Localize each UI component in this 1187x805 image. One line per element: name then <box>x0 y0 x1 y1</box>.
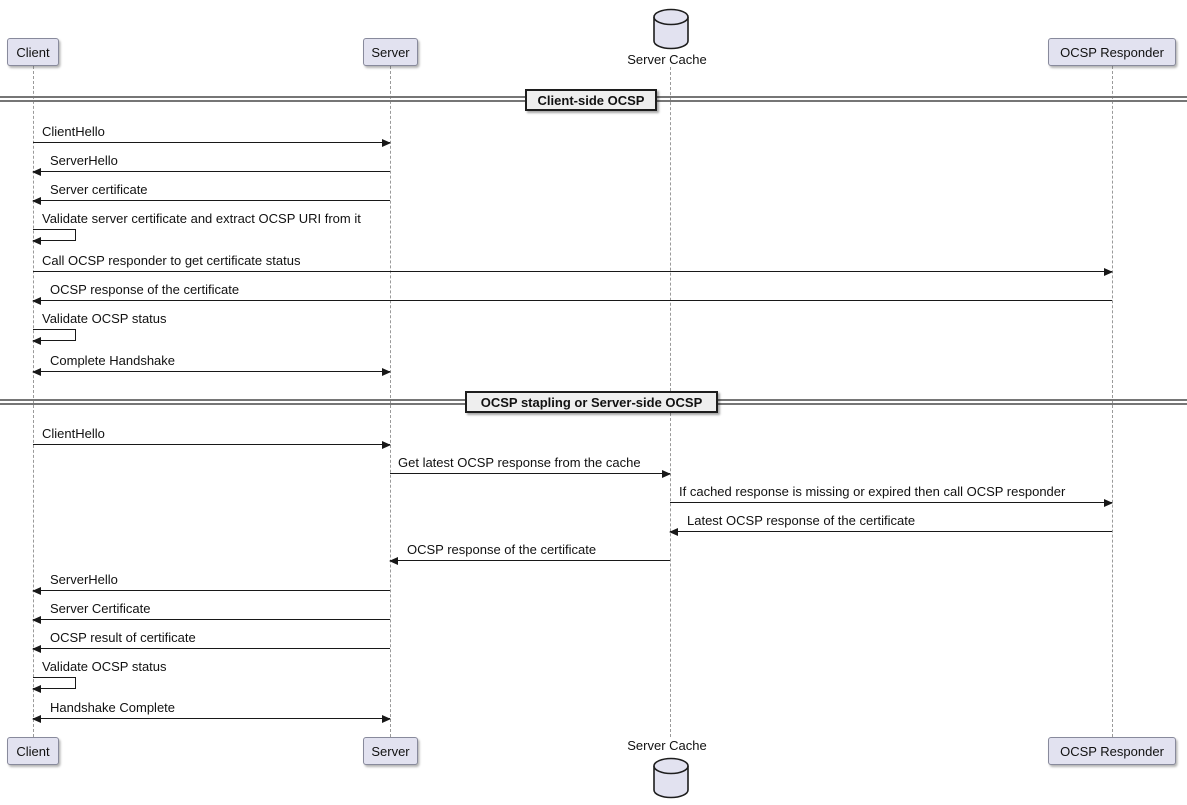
arrowhead-left-icon <box>32 236 41 245</box>
message-label: Call OCSP responder to get certificate s… <box>42 253 301 268</box>
message-arrow <box>32 196 390 205</box>
participant-client-bottom: Client <box>7 737 59 765</box>
lifeline-client <box>33 66 34 737</box>
message-label: OCSP response of the certificate <box>407 542 597 557</box>
message-label: Get latest OCSP response from the cache <box>398 455 641 470</box>
arrowhead-left-icon <box>32 615 41 624</box>
message-arrow <box>32 167 390 176</box>
self-message-arrow <box>32 229 76 245</box>
arrowhead-right-icon <box>382 367 391 376</box>
arrowhead-right-icon <box>382 138 391 147</box>
participant-server-label: Server <box>371 44 410 60</box>
divider-label: Client-side OCSP <box>537 92 645 108</box>
arrowhead-left-icon <box>32 644 41 653</box>
divider-label: OCSP stapling or Server-side OCSP <box>480 394 703 410</box>
participant-server-top: Server <box>363 38 418 66</box>
message-arrow <box>669 527 1112 536</box>
self-message-arrow <box>32 329 76 345</box>
participant-ocsp-responder-top: OCSP Responder <box>1048 38 1176 66</box>
message-label: Complete Handshake <box>50 353 176 368</box>
participant-ocsp-responder-label: OCSP Responder <box>1060 743 1164 759</box>
lifeline-ocsp-responder <box>1112 66 1113 737</box>
message-label: ClientHello <box>42 426 105 441</box>
database-icon <box>653 8 689 50</box>
message-arrow <box>33 138 391 147</box>
arrowhead-left-icon <box>32 714 41 723</box>
message-arrow <box>389 556 670 565</box>
participant-client-top: Client <box>7 38 59 66</box>
message-label: Validate server certificate and extract … <box>42 211 361 226</box>
message-label: Server Certificate <box>50 601 151 616</box>
message-arrow <box>33 267 1113 276</box>
message-arrow <box>32 644 390 653</box>
arrowhead-left-icon <box>669 527 678 536</box>
lifeline-server <box>390 66 391 737</box>
message-label: Handshake Complete <box>50 700 176 715</box>
divider-client-side-ocsp: Client-side OCSP <box>525 89 657 111</box>
message-arrow <box>32 367 391 376</box>
participant-server-cache-bottom: Server Cache <box>627 738 707 753</box>
arrowhead-right-icon <box>1104 267 1113 276</box>
message-label: If cached response is missing or expired… <box>679 484 1066 499</box>
message-label: ServerHello <box>50 572 118 587</box>
message-label: Validate OCSP status <box>42 659 167 674</box>
participant-server-bottom: Server <box>363 737 418 765</box>
message-label: ClientHello <box>42 124 105 139</box>
message-label: OCSP response of the certificate <box>50 282 240 297</box>
arrowhead-left-icon <box>32 196 41 205</box>
arrowhead-left-icon <box>32 167 41 176</box>
message-label: ServerHello <box>50 153 118 168</box>
arrowhead-left-icon <box>32 296 41 305</box>
arrowhead-right-icon <box>382 440 391 449</box>
message-arrow <box>390 469 671 478</box>
self-message-arrow <box>32 677 76 693</box>
message-label: OCSP result of certificate <box>50 630 196 645</box>
participant-ocsp-responder-bottom: OCSP Responder <box>1048 737 1176 765</box>
message-arrow <box>33 440 391 449</box>
arrowhead-right-icon <box>1104 498 1113 507</box>
participant-client-label: Client <box>16 743 50 759</box>
arrowhead-left-icon <box>32 336 41 345</box>
database-icon <box>653 757 689 799</box>
arrowhead-left-icon <box>32 586 41 595</box>
message-arrow <box>32 714 391 723</box>
arrowhead-left-icon <box>32 684 41 693</box>
message-label: Validate OCSP status <box>42 311 167 326</box>
arrowhead-left-icon <box>32 367 41 376</box>
arrowhead-left-icon <box>389 556 398 565</box>
arrowhead-right-icon <box>382 714 391 723</box>
message-arrow <box>32 615 390 624</box>
message-arrow <box>32 296 1112 305</box>
divider-ocsp-stapling: OCSP stapling or Server-side OCSP <box>465 391 718 413</box>
participant-server-cache-top: Server Cache <box>627 52 707 67</box>
message-arrow <box>670 498 1113 507</box>
participant-server-label: Server <box>371 743 410 759</box>
participant-ocsp-responder-label: OCSP Responder <box>1060 44 1164 60</box>
participant-client-label: Client <box>16 44 50 60</box>
message-arrow <box>32 586 390 595</box>
message-label: Server certificate <box>50 182 148 197</box>
arrowhead-right-icon <box>662 469 671 478</box>
message-label: Latest OCSP response of the certificate <box>687 513 916 528</box>
